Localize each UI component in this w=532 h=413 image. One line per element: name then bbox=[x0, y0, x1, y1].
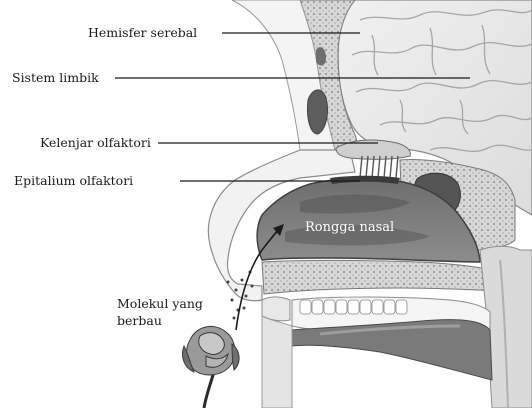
label-molekul-line1: Molekul yang bbox=[117, 296, 203, 311]
upper-teeth bbox=[300, 300, 407, 314]
upper-lip bbox=[262, 297, 290, 321]
lower-jaw bbox=[262, 316, 292, 408]
label-hemisfer-serebal: Hemisfer serebal bbox=[88, 25, 197, 40]
label-rongga-nasal: Rongga nasal bbox=[305, 220, 394, 235]
label-kelenjar-olfaktori: Kelenjar olfaktori bbox=[40, 135, 151, 150]
hard-palate bbox=[262, 261, 515, 295]
label-epitalium-olfaktori: Epitalium olfaktori bbox=[14, 173, 133, 188]
label-molekul-line2: berbau bbox=[117, 313, 162, 328]
label-sistem-limbik: Sistem limbik bbox=[12, 70, 99, 85]
flower-icon bbox=[182, 326, 239, 374]
flower-stem bbox=[204, 372, 214, 408]
